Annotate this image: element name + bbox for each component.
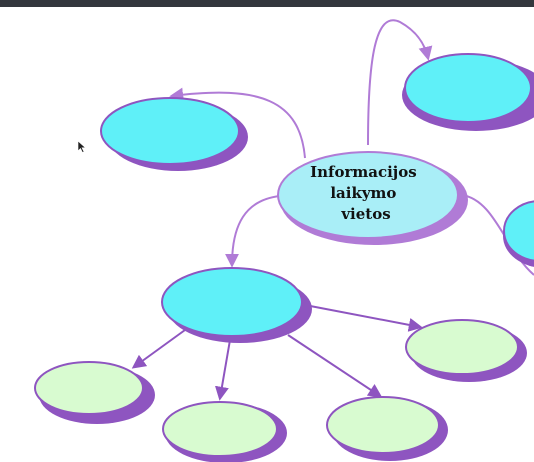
center-label-line-1: Informacijos xyxy=(310,163,417,181)
connector-center-to-top-right xyxy=(367,19,433,146)
mouse-cursor-icon xyxy=(77,140,87,153)
arrow-to-bottom-right xyxy=(287,334,383,398)
top-bar xyxy=(0,0,534,7)
node-green-right xyxy=(405,319,527,382)
connector-center-to-right xyxy=(461,194,534,276)
node-green-bottom-right xyxy=(326,396,448,461)
center-label-line-3: vietos xyxy=(340,205,390,223)
connector-center-to-top-left xyxy=(169,87,306,159)
node-top-right xyxy=(402,53,534,131)
node-green-bottom-center xyxy=(162,401,287,462)
node-green-bottom-left xyxy=(34,361,155,424)
center-label: Informacijos laikymo vietos xyxy=(310,163,422,223)
arrow-to-bottom-center xyxy=(215,339,231,401)
node-center: Informacijos laikymo vietos xyxy=(277,151,468,245)
arrow-to-right-green xyxy=(304,304,423,332)
connector-center-to-mid-left xyxy=(225,195,281,268)
node-top-left xyxy=(100,97,248,171)
node-mid-left xyxy=(161,267,312,343)
node-right-edge xyxy=(503,200,534,267)
center-label-line-2: laikymo xyxy=(330,184,396,202)
arrow-to-bottom-left xyxy=(131,329,186,369)
